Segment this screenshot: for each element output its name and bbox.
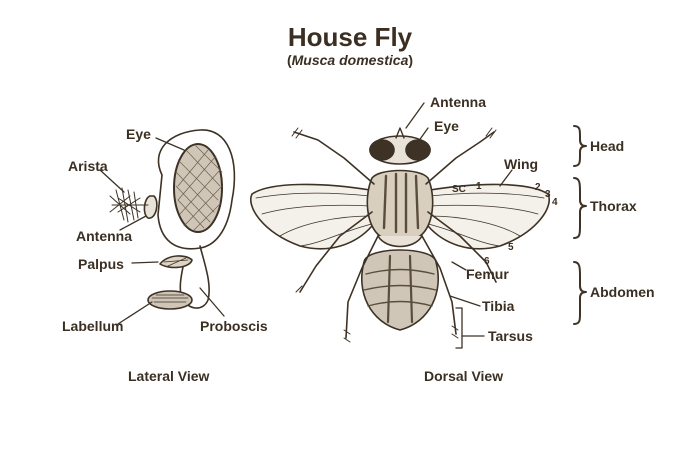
label-proboscis: Proboscis xyxy=(200,318,268,334)
vein-5: 5 xyxy=(508,242,514,253)
left-wing xyxy=(250,183,373,250)
label-arista: Arista xyxy=(68,158,108,174)
label-region-thorax: Thorax xyxy=(590,198,637,214)
label-lateral-antenna: Antenna xyxy=(76,228,132,244)
lateral-head-drawing xyxy=(109,129,236,310)
region-braces xyxy=(573,125,587,325)
diagram-subtitle: (Musca domestica) xyxy=(286,52,414,68)
lateral-leader-lines xyxy=(99,137,225,325)
vein-1: 1 xyxy=(476,181,482,192)
lateral-eye xyxy=(173,143,223,233)
vein-6: 6 xyxy=(484,256,490,267)
vein-3: 3 xyxy=(545,189,551,200)
label-labellum: Labellum xyxy=(62,318,124,334)
label-tarsus: Tarsus xyxy=(488,328,533,344)
dorsal-fly-drawing xyxy=(250,127,550,343)
label-tibia: Tibia xyxy=(482,298,515,314)
label-region-abdomen: Abdomen xyxy=(590,284,655,300)
vein-sc: SC xyxy=(452,184,466,195)
label-dorsal-eye: Eye xyxy=(434,118,459,134)
caption-lateral-view: Lateral View xyxy=(128,368,210,384)
right-wing xyxy=(427,183,550,250)
label-wing: Wing xyxy=(504,156,539,172)
vein-2: 2 xyxy=(535,182,541,193)
vein-4: 4 xyxy=(552,197,558,208)
dorsal-left-eye xyxy=(369,139,395,161)
dorsal-right-eye xyxy=(405,139,431,161)
scientific-name: Musca domestica xyxy=(291,52,409,68)
label-femur: Femur xyxy=(466,266,509,282)
label-region-head: Head xyxy=(590,138,625,154)
label-lateral-eye: Eye xyxy=(126,126,151,142)
dorsal-leader-lines xyxy=(405,102,513,349)
label-palpus: Palpus xyxy=(78,256,124,272)
label-dorsal-antenna: Antenna xyxy=(430,94,486,110)
diagram-title: House Fly xyxy=(287,22,413,52)
caption-dorsal-view: Dorsal View xyxy=(424,368,504,384)
